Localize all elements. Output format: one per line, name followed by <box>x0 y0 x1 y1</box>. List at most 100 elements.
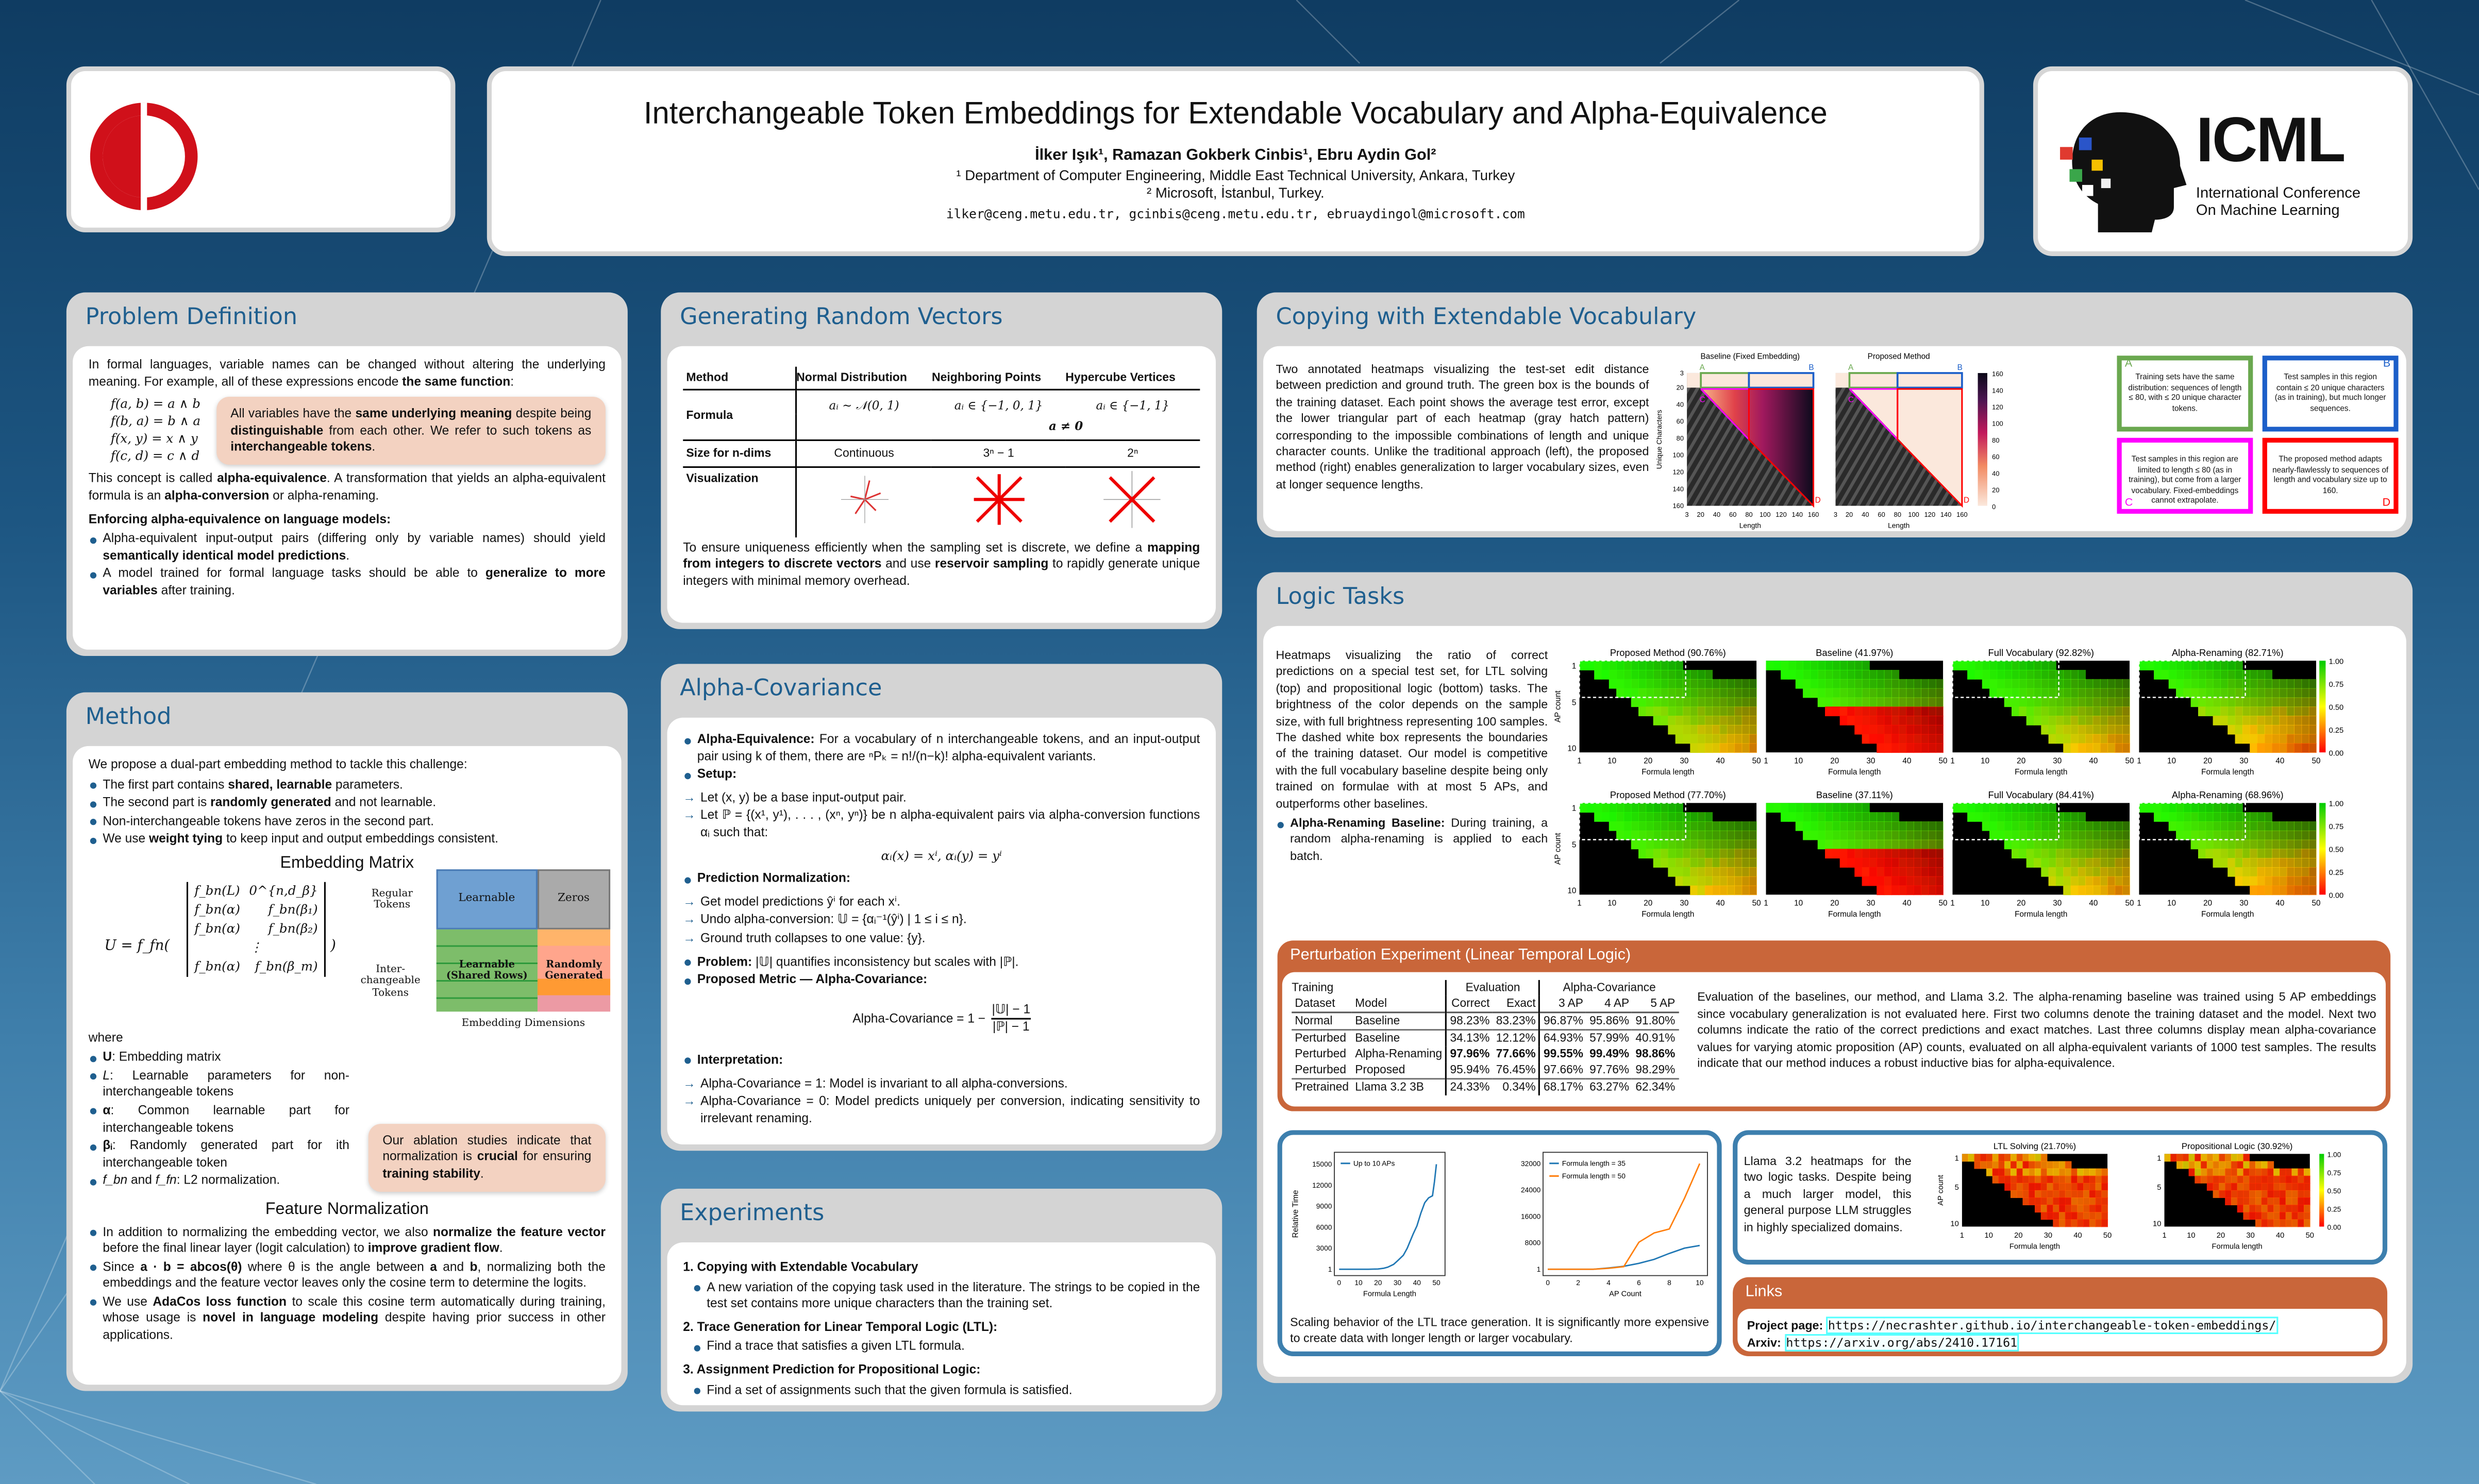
heatmap-cell <box>1704 821 1713 831</box>
colorbar-tick: 1.00 <box>2329 657 2344 666</box>
heatmap-cell <box>1803 812 1811 822</box>
heatmap-cell <box>1690 849 1698 859</box>
heatmap-cell <box>2040 1205 2048 1213</box>
column-header: Model <box>1355 996 1387 1010</box>
heatmap-cell <box>1862 867 1870 877</box>
heatmap-cell <box>2285 1175 2292 1184</box>
heatmap-cell <box>1697 812 1705 822</box>
y-tick-label: 1 <box>1572 804 1577 813</box>
heatmap-cell <box>2164 1154 2171 1162</box>
heatmap-cell <box>2035 1183 2041 1191</box>
heatmap-cell <box>1773 661 1782 670</box>
heatmap-cell <box>1935 867 1944 877</box>
heatmap-cell <box>1697 706 1705 716</box>
heatmap-cell <box>2308 716 2317 726</box>
heatmap-cell <box>2264 876 2273 886</box>
heatmap-cell <box>1638 849 1647 859</box>
heatmap-cell <box>1741 697 1750 707</box>
heatmap-cell <box>2100 858 2108 868</box>
heatmap-cell <box>1928 885 1936 896</box>
heatmap-cell <box>1704 734 1713 744</box>
paragraph: We propose a dual-part embedding method … <box>88 757 467 771</box>
matrix-cell: f_bn(α) <box>194 958 240 973</box>
heatmap-cell <box>1935 849 1944 859</box>
heatmap-cell <box>2213 830 2221 840</box>
heatmap-cell <box>1810 812 1818 822</box>
note-letter: C <box>2124 497 2133 509</box>
heatmap-cell <box>2242 839 2251 850</box>
heatmap-cell <box>1741 885 1750 896</box>
heatmap-cell <box>2077 1168 2084 1176</box>
heatmap-cell <box>1884 743 1892 753</box>
heatmap-cell <box>2176 688 2184 698</box>
heatmap-cell <box>2264 679 2273 689</box>
heatmap-cell <box>2190 697 2199 707</box>
heatmap-cell <box>2188 1161 2196 1169</box>
heatmap-cell <box>1928 679 1936 689</box>
heatmap-cell <box>2085 839 2093 850</box>
arxiv-link[interactable]: https://arxiv.org/abs/2410.17161 <box>1784 1334 2019 1352</box>
heatmap-cell <box>2059 1175 2066 1184</box>
colorbar-tick: 100 <box>1992 420 2003 428</box>
heatmap-cell <box>1899 867 1907 877</box>
y-tick-label: 20 <box>1677 383 1684 391</box>
heatmap-cell <box>2010 1161 2017 1169</box>
heatmap-cell <box>2301 706 2309 716</box>
heatmap-cell <box>2301 716 2309 726</box>
heatmap-cell <box>1891 716 1900 726</box>
heatmap-cell <box>2012 706 2020 716</box>
matrix-cell: f_bn(L) <box>194 883 240 898</box>
heatmap-cell <box>2294 743 2302 753</box>
y-axis-label: Unique Characters <box>1655 410 1663 469</box>
bullet: βᵢ: Randomly generated part for ith inte… <box>89 1138 349 1172</box>
heatmap-cell <box>2004 803 2012 813</box>
arrow-item: Let (x, y) be a base input-output pair. <box>683 790 1200 806</box>
x-tick-label: 1 <box>2137 899 2141 908</box>
heatmap-cell <box>1682 688 1691 698</box>
project-page-link[interactable]: https://necrashter.github.io/interchange… <box>1826 1317 2278 1335</box>
heatmap-cell <box>1862 688 1870 698</box>
heatmap-cell <box>2286 858 2295 868</box>
heatmap-cell <box>1675 830 1683 840</box>
text-segment: and <box>127 1173 156 1188</box>
heatmap-cell <box>1974 670 1983 680</box>
heatmap-cell <box>2085 821 2093 831</box>
heatmap-cell <box>2041 697 2049 707</box>
heatmap-cell <box>1877 812 1885 822</box>
heatmap-cell <box>1704 724 1713 735</box>
heatmap-cell <box>2055 734 2064 744</box>
heatmap-cell <box>1734 706 1743 716</box>
heatmap-cell <box>1854 716 1863 726</box>
heatmap-cell <box>2198 821 2206 831</box>
heatmap-cell <box>2242 706 2251 716</box>
arxiv-label: Arxiv: <box>1747 1336 1781 1350</box>
experiments-panel: Experiments 1. Copying with Extendable V… <box>661 1188 1222 1412</box>
heatmap-cell <box>1847 849 1855 859</box>
heatmap-cell <box>1906 849 1914 859</box>
heatmap-cell <box>1675 867 1683 877</box>
heatmap-cell <box>1854 803 1863 813</box>
x-tick-label: 80 <box>1745 511 1752 518</box>
heatmap-cell <box>1899 734 1907 744</box>
heatmap-cell <box>1734 734 1743 744</box>
heatmap-cell <box>2227 849 2236 859</box>
heatmap-cell <box>2298 1168 2304 1176</box>
heatmap-cell <box>1877 724 1885 735</box>
heatmap-cell <box>2059 1198 2066 1206</box>
heatmap-cell <box>2065 1168 2072 1176</box>
copying-description: Two annotated heatmaps visualizing the t… <box>1276 362 1649 492</box>
heatmap-cell <box>2095 1168 2102 1176</box>
x-tick-label: 1 <box>1960 1232 1964 1240</box>
heatmap-cell <box>1697 724 1705 735</box>
heatmap-cell <box>1719 858 1728 868</box>
heatmap-cell <box>2220 839 2229 850</box>
heatmap-cell <box>2083 1198 2090 1206</box>
heatmap-cell <box>2286 867 2295 877</box>
heatmap-cell <box>1712 743 1720 753</box>
y-tick-label: 5 <box>1572 698 1577 707</box>
heatmap-cell <box>2183 803 2191 813</box>
heatmap-cell <box>2071 1198 2078 1206</box>
heatmap-cell <box>2231 1161 2238 1169</box>
